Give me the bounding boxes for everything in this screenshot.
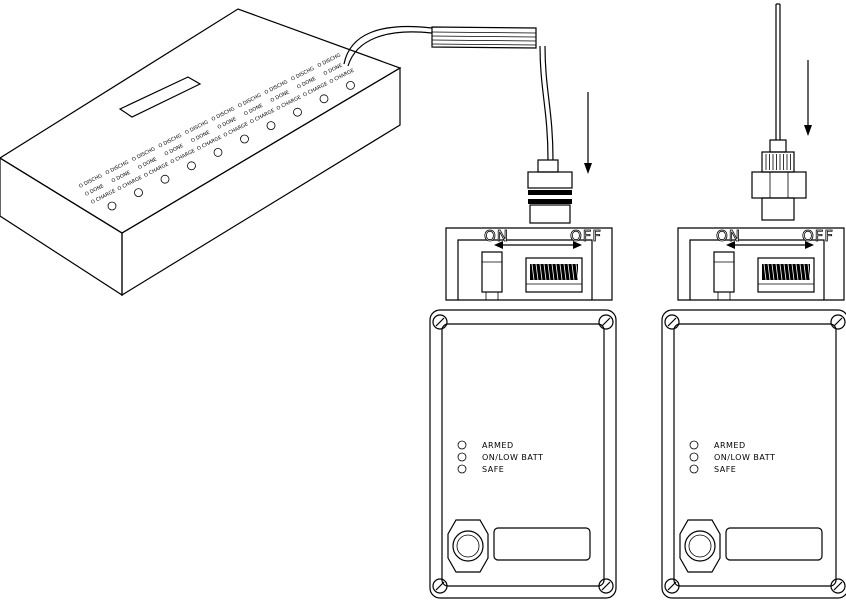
receiver-unit: ON OFF ARMED ON/LOW BATT SAFE [661,227,846,599]
antenna-assembly [775,3,812,140]
receiver-body [661,309,846,599]
panel-slot-button[interactable] [160,174,170,184]
receiver-panel [673,323,837,587]
charge-port[interactable] [679,519,721,573]
receiver-body [429,309,617,599]
panel-slot-button[interactable] [240,134,249,144]
led-label: ON/LOW BATT [714,453,775,462]
panel-slot-button[interactable] [266,121,276,130]
led-label: ARMED [714,441,746,450]
panel-slot-button[interactable] [293,107,302,117]
switch-on-label: ON [484,227,509,245]
switch-off-label: OFF [802,227,834,245]
panel-top-face [0,8,402,234]
status-led: ON/LOW BATT [689,452,775,462]
receiver-bracket [677,227,845,301]
power-switch[interactable] [713,251,735,300]
led-label: ARMED [482,441,514,450]
screw-icon [432,314,448,330]
panel-side-face [121,66,401,297]
antenna-socket[interactable] [757,257,815,293]
receiver-unit: ON OFF ARMED ON/LOW BATT SAFE [429,227,617,599]
panel-display-window [118,76,202,118]
status-led: ON/LOW BATT [457,452,543,462]
panel-slot-button[interactable] [107,201,117,211]
panel-slot-button[interactable] [134,188,143,198]
receiver-panel [441,323,605,587]
cable-plug-connector[interactable] [527,159,573,224]
panel-slot-button[interactable] [319,94,329,104]
status-led: ARMED [689,440,746,450]
screw-icon [598,314,614,330]
status-led: ARMED [457,440,514,450]
panel-cable [343,25,592,174]
cable-top-edge-2 [347,31,433,67]
antenna-socket[interactable] [525,257,583,293]
switch-off-label: OFF [570,227,602,245]
power-switch[interactable] [481,251,503,300]
panel-slot-button[interactable] [213,147,223,157]
screw-icon [830,578,846,594]
connector-group [527,139,807,224]
led-label: SAFE [482,465,504,474]
panel-front-face [0,157,123,297]
status-led: SAFE [689,464,736,474]
screw-icon [664,314,680,330]
receiver-group: ON OFF ARMED ON/LOW BATT SAFE ON OFF ARMED ON/LO… [429,227,846,599]
status-led: SAFE [457,464,504,474]
id-label-window [493,527,591,561]
id-label-window [725,527,823,561]
antenna-connector[interactable] [751,139,807,221]
charge-port[interactable] [447,519,489,573]
led-label: SAFE [714,465,736,474]
led-label: ON/LOW BATT [482,453,543,462]
switch-on-label: ON [716,227,741,245]
screw-icon [830,314,846,330]
receiver-bracket [445,227,613,301]
cable-lead-2 [544,45,554,161]
cable-top-edge [343,25,433,65]
panel-slot-button[interactable] [346,81,355,90]
screw-icon [664,578,680,594]
screw-icon [598,578,614,594]
cable-lead [539,45,549,161]
screw-icon [432,578,448,594]
panel-slot-button[interactable] [187,161,196,171]
